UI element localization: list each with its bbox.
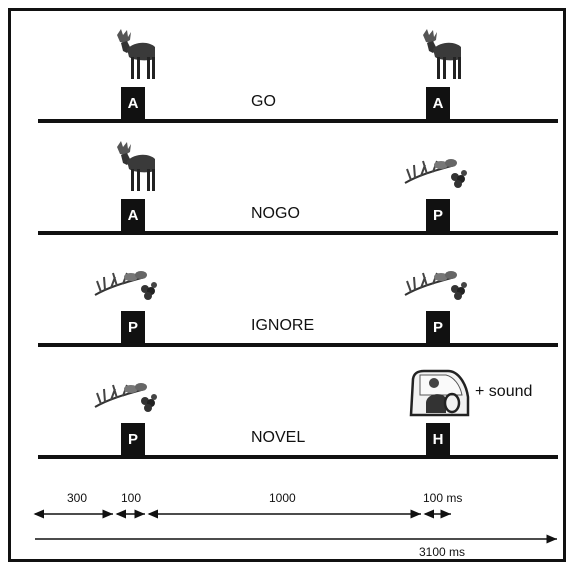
plant-icon [91, 265, 163, 310]
stimulus-marker: A [121, 87, 145, 119]
timeline-arrows [33, 509, 557, 544]
condition-label: GO [251, 93, 276, 110]
moose-icon [409, 27, 469, 88]
sound-note: + sound [475, 383, 533, 400]
condition-label: NOGO [251, 205, 300, 222]
timeline-total-label: 3100 ms [419, 545, 466, 559]
stimulus-marker: H [426, 423, 450, 455]
stimulus-marker: P [426, 311, 450, 343]
moose-icon [103, 27, 163, 88]
stimulus-marker: P [121, 311, 145, 343]
figure-frame: A GO A A NOGO [8, 8, 566, 562]
plant-icon [91, 377, 163, 422]
timeline-label-100ms: 100 ms [423, 491, 463, 505]
timeline-label-300: 300 [67, 491, 88, 505]
stimulus-marker: P [121, 423, 145, 455]
driver-icon [408, 369, 472, 424]
condition-label: NOVEL [251, 429, 306, 446]
trial-baseline [38, 231, 558, 235]
plant-icon [401, 153, 473, 198]
trial-baseline [38, 343, 558, 347]
trial-baseline [38, 455, 558, 459]
stimulus-marker: A [121, 199, 145, 231]
timeline-label-100: 100 [121, 491, 142, 505]
stimulus-marker: P [426, 199, 450, 231]
trial-baseline [38, 119, 558, 123]
stimulus-marker: A [426, 87, 450, 119]
plant-icon [401, 265, 473, 310]
condition-label: IGNORE [251, 317, 315, 334]
timeline-label-1000: 1000 [269, 491, 296, 505]
moose-icon [103, 139, 163, 200]
